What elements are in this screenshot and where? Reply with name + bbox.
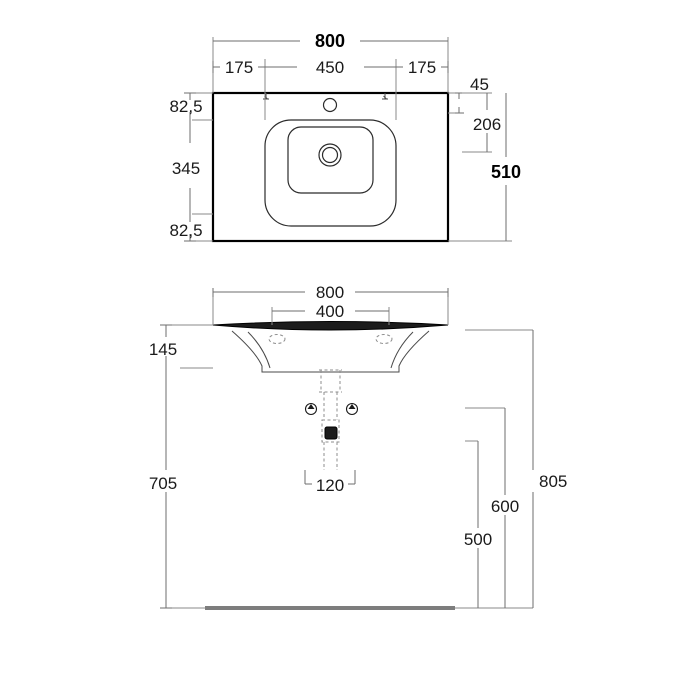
plan-overall-width-label: 800 — [315, 31, 345, 51]
elevation-dimension-basin-depth: 145 — [149, 324, 213, 369]
basin-underside-fold-left — [247, 331, 271, 369]
fixing-bolt-right — [345, 402, 359, 416]
elevation-dimension-floor-height: 705 — [149, 368, 205, 609]
drain-outlet — [318, 143, 342, 167]
elevation-dimension-trap-width: 120 — [304, 470, 356, 495]
plan-segment-center-label: 450 — [316, 58, 344, 77]
elevation-600-label: 600 — [491, 497, 519, 516]
waste-valve-block — [321, 419, 340, 443]
plan-dimension-right-stack: 45 206 510 — [448, 75, 521, 242]
basin-outer-recess — [264, 119, 397, 227]
plan-left-bottom-label: 82,5 — [169, 221, 202, 240]
elevation-inner-width-label: 400 — [316, 302, 344, 321]
elevation-floor-height-label: 705 — [149, 474, 177, 493]
basin-inner-recess — [287, 126, 374, 194]
elevation-dimension-inner-width: 400 — [271, 302, 390, 325]
plan-right-offset-label: 45 — [470, 75, 489, 94]
basin-underside-profile — [231, 330, 430, 373]
plan-dimension-segments: 175 450 175 — [212, 58, 449, 120]
fixing-bolt-left — [304, 402, 318, 416]
fixing-mark-right — [382, 93, 388, 100]
plan-dimension-left-stack: 82,5 345 82,5 — [169, 92, 213, 242]
plan-outline — [211, 91, 450, 243]
waste-pipe — [319, 369, 342, 420]
elevation-500-label: 500 — [464, 530, 492, 549]
plan-right-inner-label: 206 — [473, 115, 501, 134]
elevation-trap-width-label: 120 — [316, 476, 344, 495]
tap-hole — [322, 97, 338, 113]
fixing-hole-left — [268, 334, 286, 344]
elevation-dimension-500: 500 — [464, 440, 492, 609]
plan-segment-right-label: 175 — [408, 58, 436, 77]
elevation-dimension-overall-width: 800 — [212, 283, 449, 325]
elevation-dimension-805: 805 — [455, 329, 567, 609]
plan-left-mid-label: 345 — [172, 159, 200, 178]
plan-right-overall-label: 510 — [491, 162, 521, 182]
fixing-hole-right — [375, 334, 393, 344]
elevation-805-label: 805 — [539, 472, 567, 491]
plan-view-group: 800 175 450 175 — [169, 31, 521, 243]
elevation-dimension-600: 600 — [465, 407, 519, 609]
elevation-view-group: 800 400 145 — [149, 283, 567, 610]
plan-segment-left-label: 175 — [225, 58, 253, 77]
plan-dimension-overall-width: 800 — [212, 31, 449, 93]
basin-rim-slab — [212, 321, 449, 331]
elevation-overall-width-label: 800 — [316, 283, 344, 302]
plan-left-top-label: 82,5 — [169, 97, 202, 116]
waste-pipe-lower — [323, 442, 338, 470]
basin-underside-fold-right — [390, 331, 414, 369]
elevation-basin-depth-label: 145 — [149, 340, 177, 359]
